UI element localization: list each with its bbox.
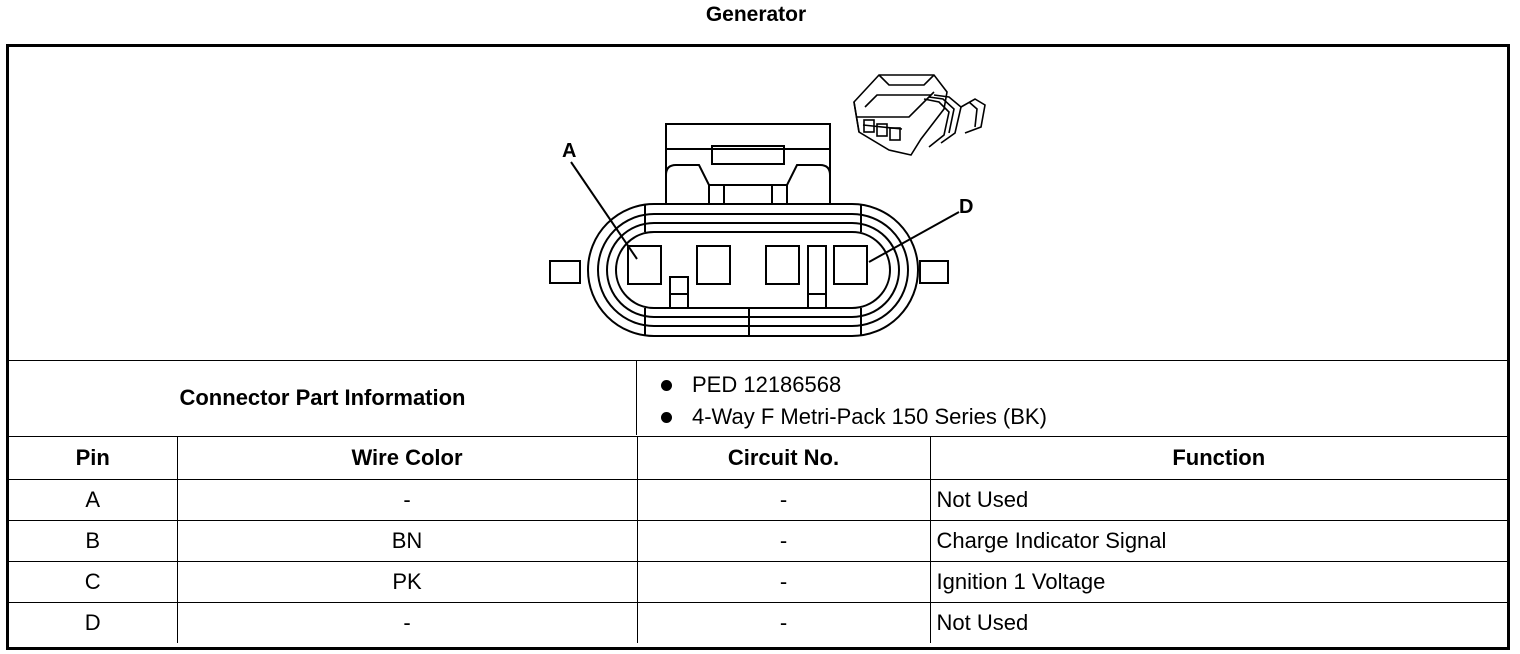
page-title: Generator — [705, 3, 807, 26]
cell-function: Not Used — [936, 609, 1029, 635]
connector-thumbnail — [853, 74, 986, 156]
bullet-icon — [661, 411, 672, 423]
left-tab — [549, 260, 581, 284]
cavity-a — [627, 245, 662, 285]
part-info-label: Connector Part Information — [9, 361, 637, 435]
cell-pin: D — [9, 602, 178, 643]
right-tab — [919, 260, 949, 284]
cell-pin: B — [9, 520, 178, 562]
cell-wire-color: PK — [177, 561, 638, 603]
bullet-icon — [661, 379, 672, 391]
callout-d-leader — [868, 211, 960, 263]
header-wire-color: Wire Color — [177, 437, 638, 480]
cavity-c — [765, 245, 800, 285]
cell-function: Charge Indicator Signal — [930, 520, 1507, 562]
callout-a-label: A — [562, 140, 576, 162]
cavity-b — [696, 245, 731, 285]
table-row: D - - Not Used — [9, 602, 1507, 643]
cell-function: Not Used — [930, 479, 1507, 521]
cell-circuit-no: - — [637, 479, 931, 521]
header-circuit-no: Circuit No. — [637, 437, 931, 480]
table-row: C PK - Ignition 1 Voltage — [9, 561, 1507, 603]
part-info-text: 4-Way F Metri-Pack 150 Series (BK) — [692, 404, 1047, 429]
connector-body — [587, 203, 919, 337]
cell-wire-color: - — [177, 479, 638, 521]
cell-circuit-no: - — [637, 602, 931, 643]
part-info-text: PED 12186568 — [692, 372, 842, 397]
table-row: B BN - Charge Indicator Signal — [9, 520, 1507, 562]
cell-pin: A — [9, 479, 178, 521]
part-info-item: 4-Way F Metri-Pack 150 Series (BK) — [661, 401, 1507, 433]
cell-wire-color: - — [177, 602, 638, 643]
connector-illustration: A D — [549, 74, 986, 337]
terminal-cavities — [627, 245, 868, 309]
cavity-d — [833, 245, 868, 285]
callout-d-label: D — [959, 196, 973, 218]
callout-a-leader — [570, 161, 638, 260]
connector-frame: A D Connector Part Information — [6, 44, 1510, 650]
connector-latch — [665, 123, 831, 205]
part-info-list: PED 12186568 4-Way F Metri-Pack 150 Seri… — [637, 361, 1507, 435]
part-info-item: PED 12186568 — [661, 369, 1507, 401]
pin-table: Pin Wire Color Circuit No. Function A - … — [9, 437, 1507, 643]
cell-circuit-no: - — [637, 561, 931, 603]
connector-part-info-row: Connector Part Information PED 12186568 … — [9, 361, 1507, 437]
cell-circuit-no: - — [637, 520, 931, 562]
cell-pin: C — [9, 561, 178, 603]
header-pin: Pin — [9, 437, 178, 480]
cell-wire-color: BN — [177, 520, 638, 562]
table-row: A - - Not Used — [9, 479, 1507, 521]
table-header-row: Pin Wire Color Circuit No. Function — [9, 437, 1507, 480]
cell-function: Ignition 1 Voltage — [930, 561, 1507, 603]
connector-diagram: A D — [9, 47, 1507, 361]
header-function: Function — [930, 437, 1507, 480]
